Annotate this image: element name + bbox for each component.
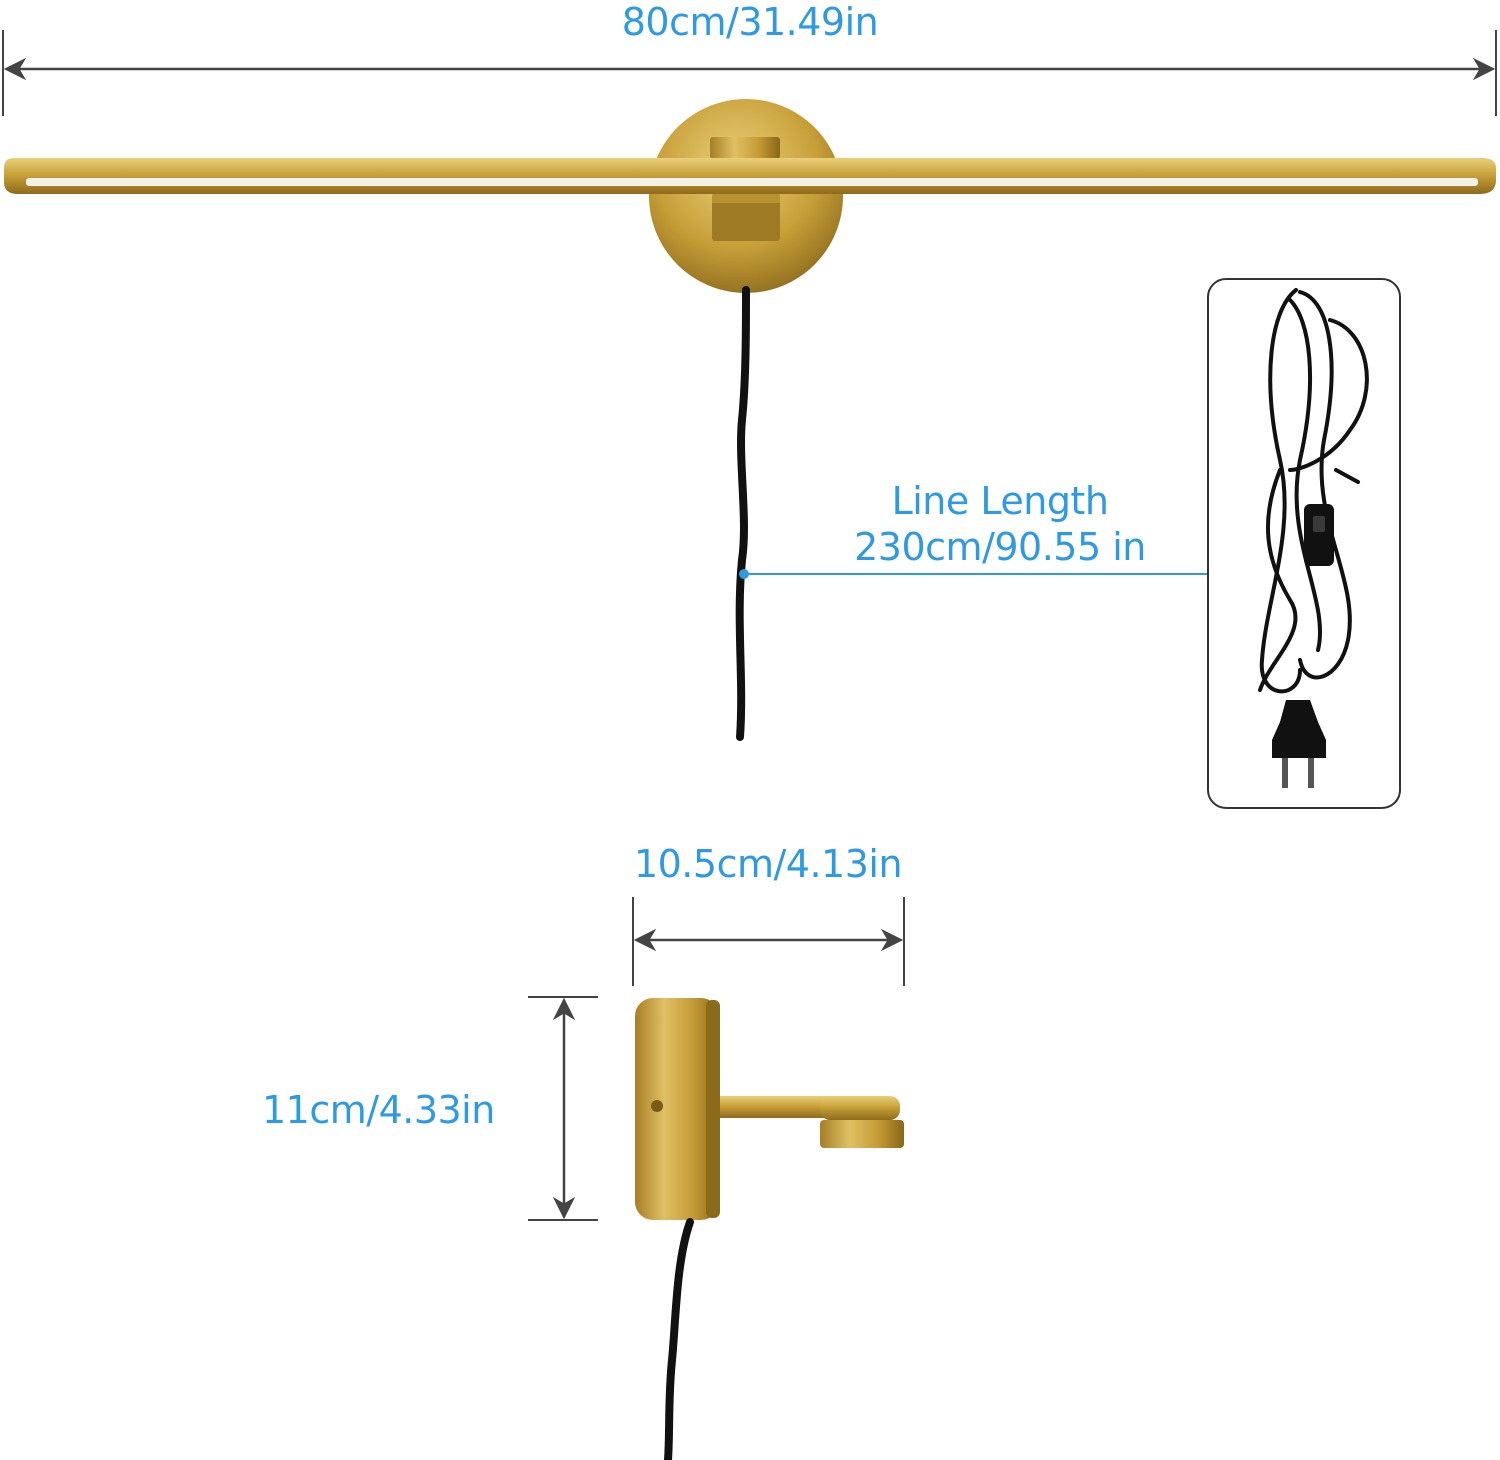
depth-label: 10.5cm/4.13in (633, 842, 903, 886)
height-dimension (528, 996, 598, 1221)
line-length-value: 230cm/90.55 in (854, 525, 1146, 569)
side-arm (716, 1096, 836, 1118)
lamp-mount-side-view (635, 998, 904, 1460)
lamp-bar-front-view (4, 99, 1496, 741)
side-base (635, 998, 719, 1220)
side-head-upper (820, 1096, 900, 1120)
plug-body (1272, 700, 1326, 758)
cord-inset (1207, 278, 1401, 809)
arm-top-block (710, 137, 780, 159)
plug-prong-left (1282, 758, 1288, 788)
depth-dimension (632, 897, 905, 986)
set-screw (651, 1100, 663, 1112)
power-cord-with-switch-and-plug-icon (1258, 288, 1369, 694)
side-head-lower (820, 1120, 904, 1148)
power-cord (735, 286, 750, 741)
light-bar (4, 158, 1496, 194)
overall-width-label: 80cm/31.49in (621, 0, 879, 44)
side-power-cord (664, 1218, 694, 1460)
overall-width-dimension (2, 30, 1497, 116)
line-length-title: Line Length (891, 479, 1109, 523)
arm-lower-block (712, 193, 780, 241)
line-length-label: Line Length 230cm/90.55 in (840, 478, 1160, 570)
led-diffuser (26, 178, 1478, 186)
inline-switch (1304, 504, 1334, 566)
height-label: 11cm/4.33in (262, 1088, 495, 1132)
plug-prong-right (1308, 758, 1314, 788)
line-length-callout (739, 569, 1208, 579)
